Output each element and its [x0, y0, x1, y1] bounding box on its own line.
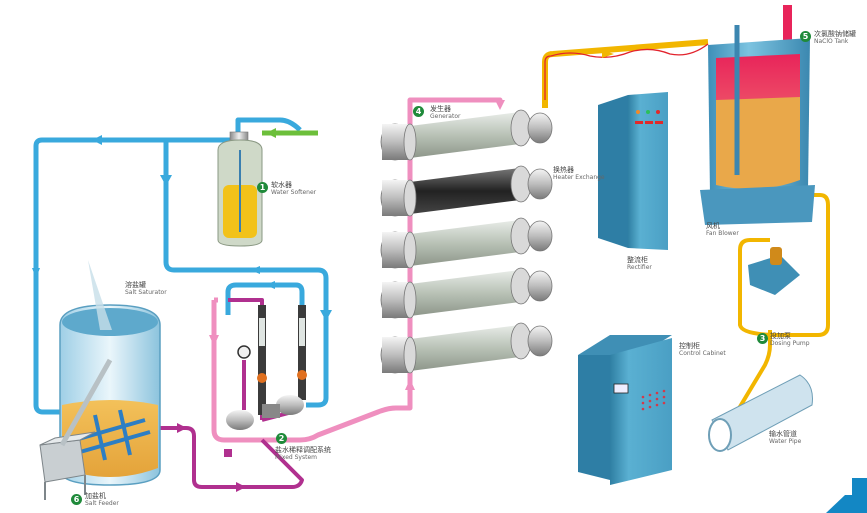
label-en: Heater Exchange — [553, 174, 605, 181]
label-en: Control Cabinet — [679, 350, 726, 357]
generator-flange — [403, 123, 417, 161]
rectifier — [598, 92, 668, 250]
label-dosing-pump: 投加泵 Dosing Pump — [770, 332, 810, 348]
label-generator: 发生器 Generator — [430, 105, 460, 121]
naclo-tank — [700, 5, 815, 225]
label-en: Fan Blower — [706, 230, 739, 237]
generator-flange — [403, 231, 417, 269]
label-salt-feeder: 加盐机 Salt Feeder — [85, 492, 119, 508]
step-badge-5: 5 — [800, 31, 811, 42]
label-cn: 风机 — [706, 222, 720, 230]
step-badge-2: 2 — [276, 433, 287, 444]
mixed-line — [211, 97, 503, 443]
label-water-softener: 软水器 Water Softener — [271, 181, 316, 197]
label-en: NaClO Tank — [814, 38, 849, 45]
label-control-cabinet: 控制柜 Control Cabinet — [679, 342, 726, 358]
label-cn: 加盐机 — [85, 492, 106, 500]
label-en: Salt Saturator — [125, 289, 167, 296]
label-cn: 投加泵 — [770, 332, 791, 340]
label-cn: 换热器 — [553, 166, 574, 174]
generator-end-cap — [527, 325, 553, 357]
label-cn: 发生器 — [430, 105, 451, 113]
generator-flange — [403, 281, 417, 319]
corner-accent-bar — [852, 478, 867, 496]
step-badge-1: 1 — [257, 182, 268, 193]
generator-flange — [403, 179, 417, 217]
label-cn: 盐水稀释调配系统 — [275, 446, 331, 454]
salt-saturator — [59, 260, 161, 486]
step-badge-3: 3 — [757, 333, 768, 344]
generator-end-cap — [527, 112, 553, 144]
dosing-pump — [748, 247, 800, 295]
mixed-system — [226, 305, 307, 430]
label-en: Rectifier — [627, 264, 652, 271]
generator-tube — [410, 112, 520, 158]
water-pipe — [708, 374, 813, 452]
generator-end-cap — [527, 270, 553, 302]
label-heater-exchange: 换热器 Heater Exchange — [553, 166, 605, 182]
label-fan-blower: 风机 Fan Blower — [706, 222, 739, 238]
heat-exchanger-tube — [410, 168, 520, 214]
label-en: Dosing Pump — [770, 340, 810, 347]
step-badge-6: 6 — [71, 494, 82, 505]
label-en: Water Softener — [271, 189, 317, 196]
label-en: Salt Feeder — [85, 500, 119, 507]
water-arrows — [32, 135, 332, 321]
salt-feeder — [39, 358, 113, 500]
generator-tube — [410, 325, 520, 371]
label-cn: 控制柜 — [679, 342, 700, 350]
step-badge-4: 4 — [413, 106, 424, 117]
brine-arrow — [177, 423, 187, 433]
label-en: Generator — [430, 113, 461, 120]
label-en: Water Pipe — [769, 438, 802, 445]
control-cabinet — [578, 335, 672, 485]
label-cn: 整流柜 — [627, 256, 648, 264]
label-mixed-system: 盐水稀释调配系统 Mixed System — [275, 446, 331, 462]
label-salt-saturator: 溶盐罐 Salt Saturator — [125, 281, 167, 297]
generator-tube — [410, 220, 520, 266]
hypochlorite-line — [542, 39, 830, 417]
generator-end-cap — [527, 168, 553, 200]
label-rectifier: 整流柜 Rectifier — [627, 256, 652, 272]
generator-stack — [380, 109, 553, 374]
generator-tube — [410, 270, 520, 316]
label-water-pipe: 输水管道 Water Pipe — [769, 430, 801, 446]
brine-marker — [224, 449, 232, 457]
label-en: Mixed System — [275, 454, 317, 461]
label-cn: 次氯酸钠储罐 — [814, 30, 856, 38]
mixed-arrows — [209, 100, 505, 390]
label-cn: 输水管道 — [769, 430, 797, 438]
brine-arrow — [236, 482, 246, 492]
corner-accent — [826, 495, 867, 513]
label-cn: 溶盐罐 — [125, 281, 146, 289]
water-softener — [217, 131, 263, 247]
label-naclo-tank: 次氯酸钠储罐 NaClO Tank — [814, 30, 856, 46]
generator-end-cap — [527, 220, 553, 252]
generator-flange — [403, 336, 417, 374]
hypochlorite-arrow — [602, 50, 614, 58]
label-cn: 软水器 — [271, 181, 292, 189]
inlet-line — [262, 128, 318, 138]
